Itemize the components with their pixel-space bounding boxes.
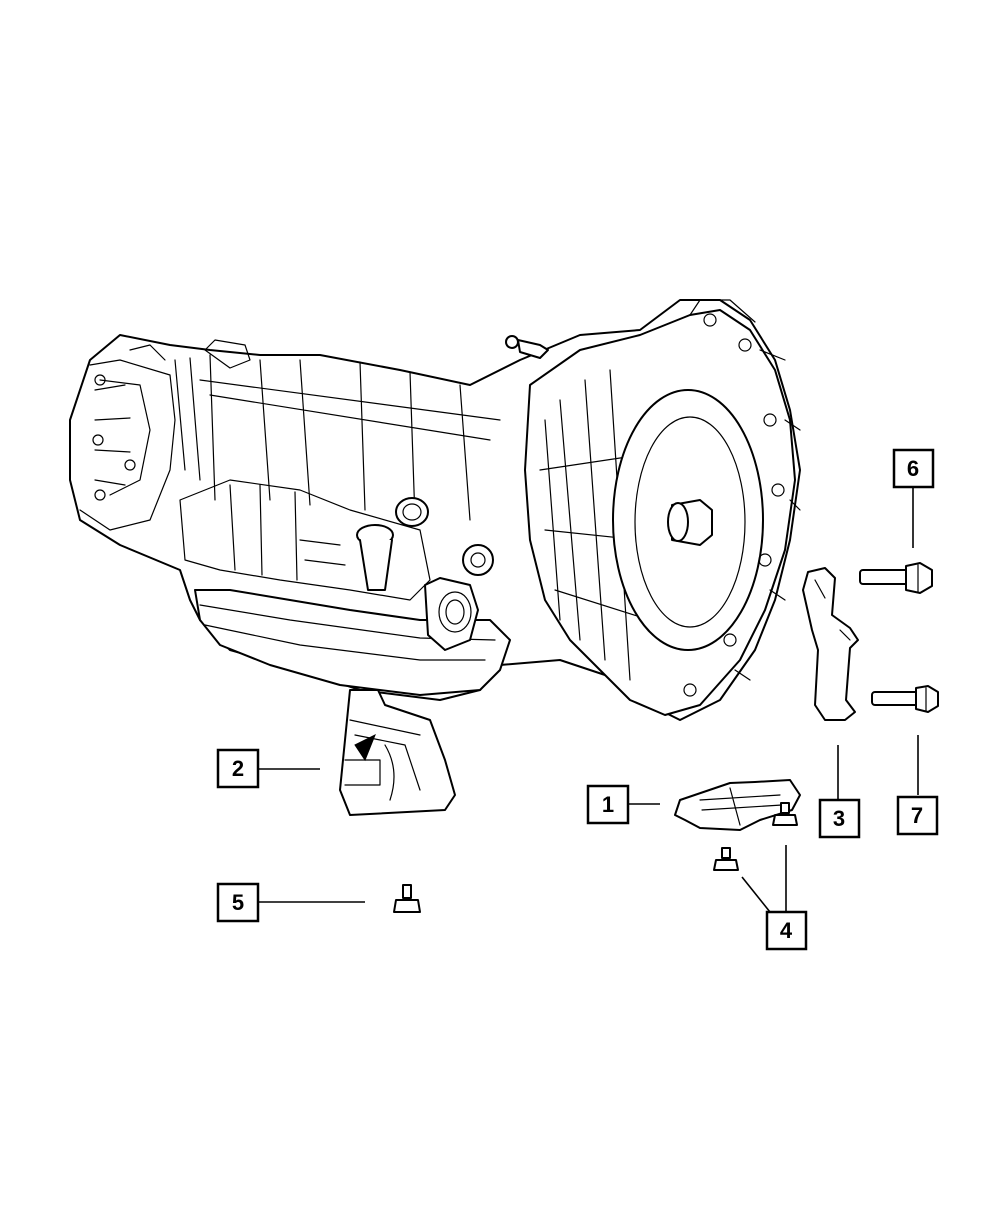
callout-3-label: 3 [833, 806, 845, 831]
extension-ribs [94, 354, 216, 501]
callout-4-label: 4 [780, 918, 793, 943]
mounting-bosses [92, 313, 785, 697]
bell-flange [689, 299, 801, 681]
connector-fitting [395, 497, 429, 527]
callout-2: 2 [216, 748, 260, 789]
fastener-part-4a [772, 802, 798, 826]
callout-4: 4 [765, 910, 808, 951]
top-clip [204, 339, 251, 369]
fastener-part-4b [713, 847, 739, 871]
oil-pan [194, 589, 511, 696]
case-ridges [199, 359, 501, 521]
bracket-part [802, 567, 859, 721]
cooler-fitting [356, 524, 394, 591]
leader-lines [258, 487, 919, 913]
bolt-part-7 [871, 685, 939, 713]
callout-7-label: 7 [911, 803, 923, 828]
callout-7: 7 [896, 795, 939, 836]
transmission-assembly [69, 299, 801, 721]
guard-ribs [229, 484, 346, 581]
callout-6-label: 6 [907, 456, 919, 481]
callout-2-label: 2 [232, 756, 244, 781]
input-shaft [667, 499, 713, 546]
callout-1: 1 [586, 784, 630, 825]
leader-4b [741, 876, 771, 913]
side-fitting [462, 544, 494, 576]
bolt-part-6 [859, 562, 933, 594]
callout-1-label: 1 [602, 792, 614, 817]
outlet-port [424, 577, 479, 651]
vent-bolt [505, 335, 549, 359]
fastener-part-5 [393, 884, 421, 913]
converter-inner-ring [634, 416, 746, 628]
valve-body-guard [179, 479, 431, 601]
callout-6: 6 [892, 448, 935, 489]
callout-3: 3 [818, 798, 861, 839]
heat-shield-part [339, 689, 456, 816]
extension-housing [79, 344, 176, 531]
callout-5-label: 5 [232, 890, 244, 915]
callout-5: 5 [216, 882, 260, 923]
